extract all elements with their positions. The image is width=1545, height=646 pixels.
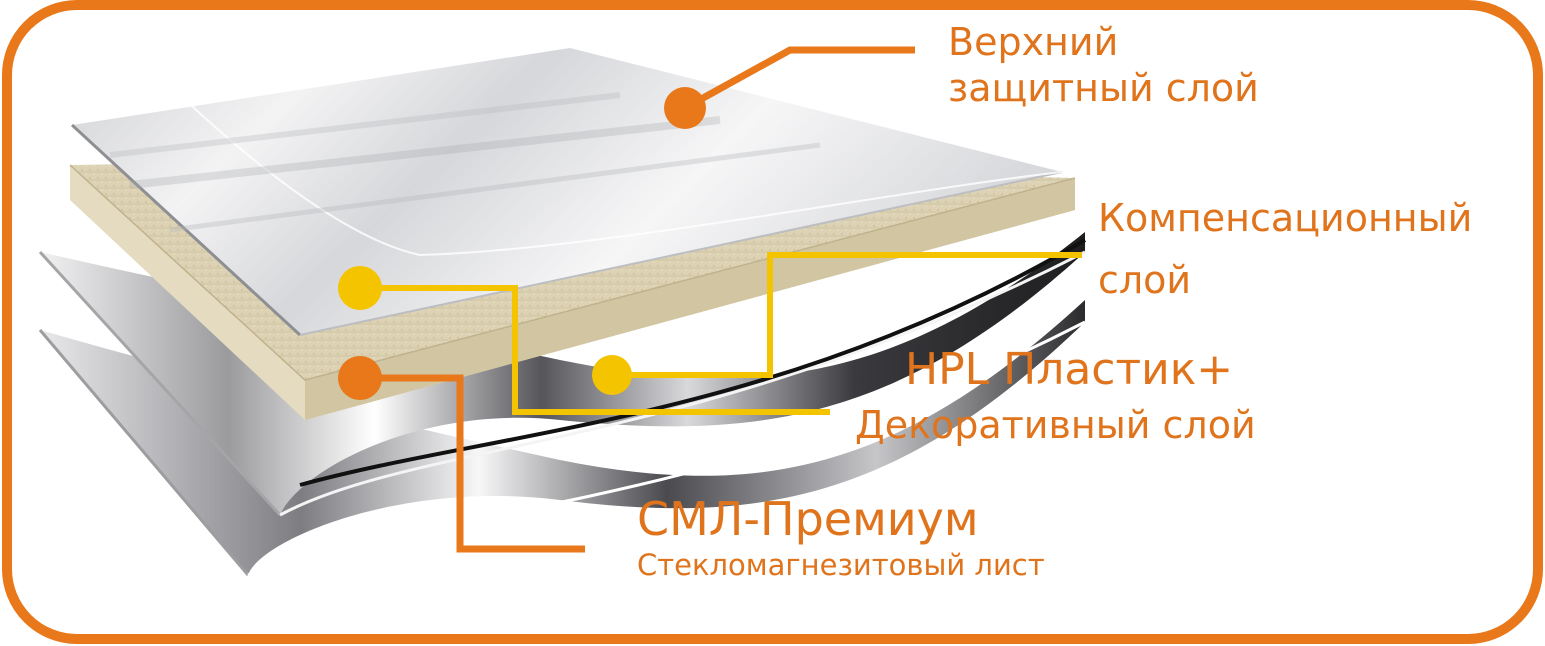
callout-top-dot	[664, 87, 706, 129]
label-compensation-line1: Компенсационный	[1098, 196, 1473, 240]
label-top-layer-line1: Верхний	[948, 20, 1119, 64]
label-sml-subtitle: Стекломагнезитовый лист	[637, 548, 1045, 582]
callout-hpl	[338, 266, 830, 415]
label-compensation-line2: слой	[1098, 258, 1192, 302]
callout-hpl-dot	[338, 266, 382, 310]
label-hpl-title: HPL Пластик+	[905, 344, 1234, 395]
callout-top-layer	[664, 46, 915, 129]
label-sml-title: СМЛ-Премиум	[637, 492, 979, 546]
callout-sml	[338, 356, 585, 553]
label-top-layer-line2: защитный слой	[948, 66, 1259, 110]
label-hpl-subtitle: Декоративный слой	[855, 403, 1256, 447]
top-film	[70, 48, 1063, 337]
callout-sml-dot	[338, 356, 382, 400]
callout-compensation	[592, 252, 1082, 395]
callout-compensation-dot	[592, 355, 632, 395]
